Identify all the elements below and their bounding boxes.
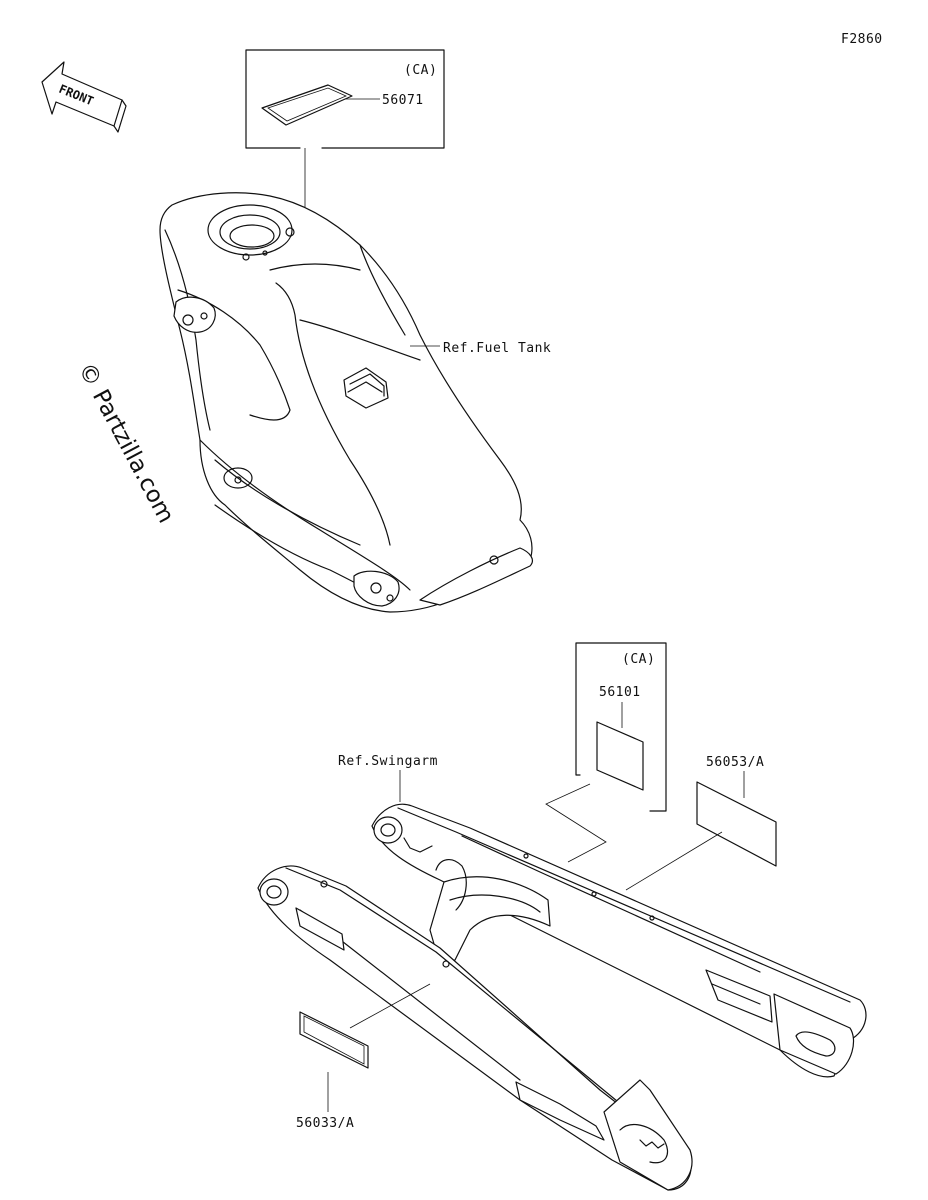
fuel-tank-drawing — [159, 192, 533, 613]
part-number-56101: 56101 — [599, 685, 641, 700]
front-arrow-icon: FRONT — [41, 61, 127, 133]
ref-fuel-tank-label: Ref.Fuel Tank — [443, 341, 551, 356]
part-number-56053a: 56053/A — [706, 755, 764, 770]
mount-tab-rear — [353, 570, 400, 607]
ca-box-mid: (CA) 56101 — [575, 642, 667, 812]
label-56033a-decal — [299, 1011, 369, 1069]
mount-tab-front — [173, 296, 216, 333]
label-56053a-decal — [696, 781, 777, 867]
mount-tab-lower — [223, 467, 253, 489]
mount-bracket-side — [343, 367, 389, 409]
ca-label-mid: (CA) — [622, 652, 655, 667]
part-number-56033a: 56033/A — [296, 1116, 354, 1131]
label-56101-decal — [596, 721, 644, 791]
ca-label-top: (CA) — [404, 63, 437, 78]
watermark: © Partzilla.com — [73, 359, 179, 528]
part-number-56071: 56071 — [382, 93, 424, 108]
ref-swingarm-label: Ref.Swingarm — [338, 754, 438, 769]
figure-code: F2860 — [841, 32, 883, 47]
swingarm-drawing — [257, 803, 867, 1191]
ca-box-top: (CA) 56071 — [245, 49, 445, 149]
label-56071-decal — [261, 84, 353, 126]
